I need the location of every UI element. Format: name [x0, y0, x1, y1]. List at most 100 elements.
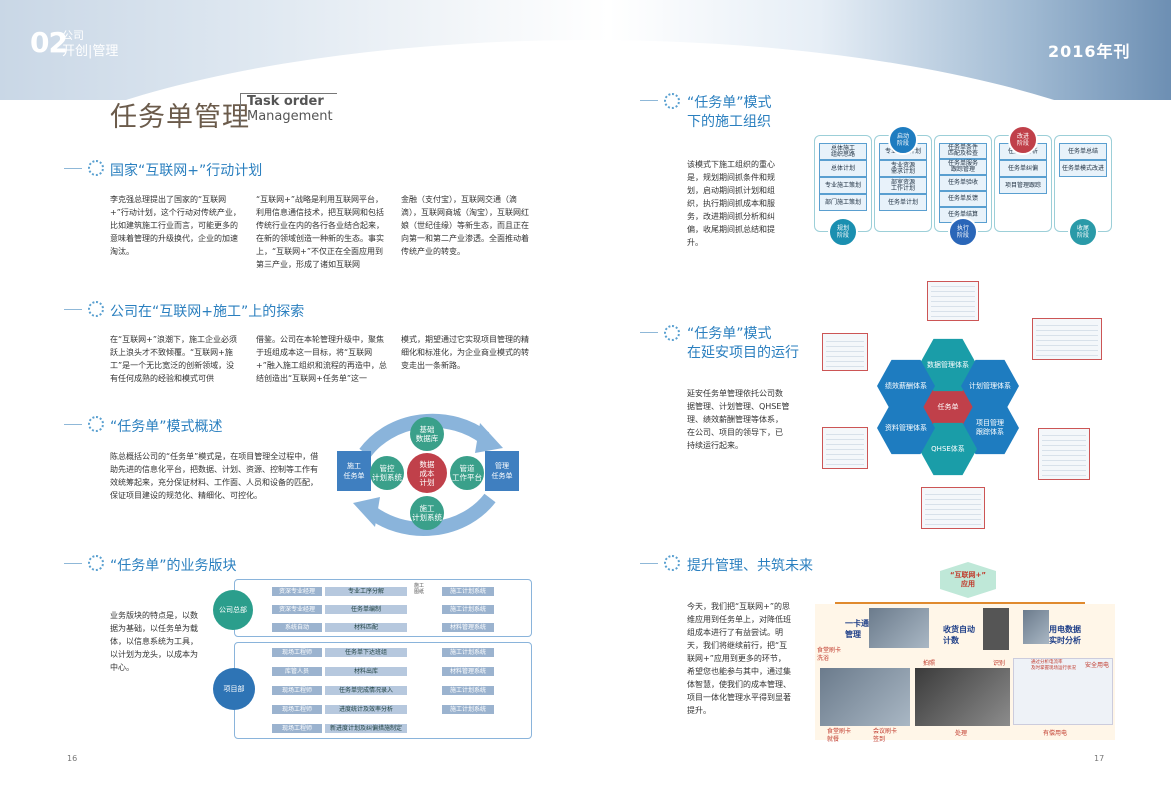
section-title: “任务单”模式概述: [110, 419, 223, 435]
paragraph: 该模式下施工组织的重心是，规划期间抓条件和规划，启动期间抓计划和组织，执行期间抓…: [687, 160, 775, 247]
business-cell: 现场工程师: [272, 705, 322, 714]
business-cell: 现场工程师: [272, 686, 322, 695]
phase-badge: 执行 阶段: [948, 217, 978, 247]
phase-task-box: 任务单总结: [1059, 143, 1107, 160]
section-rule: [640, 332, 658, 333]
phase-task-box: 任务单纠偏: [999, 160, 1047, 177]
page-number-left: 16: [67, 754, 78, 763]
node-top: 基础 数据库: [410, 417, 444, 451]
phase-task-box: 任务单反馈: [939, 191, 987, 207]
photo-device: [983, 608, 1009, 650]
screenshot-thumbnail: [1038, 428, 1090, 480]
internet-plus-node: “互联网+” 应用: [940, 562, 996, 598]
business-cell: 材料出库: [325, 667, 407, 676]
phase-task-box: 部门施工策划: [819, 194, 867, 211]
page-title: 任务单管理: [110, 102, 250, 133]
section-title-line2: 下的施工组织: [687, 114, 771, 130]
header-banner: [0, 0, 1171, 100]
business-cell: 材料管理系统: [442, 623, 494, 632]
section-dots-icon: [88, 160, 104, 176]
section-rule: [640, 563, 658, 564]
screenshot-thumbnail: [927, 281, 979, 321]
phase-task-box: 专业资源 需求计划: [879, 160, 927, 177]
business-cell: 任务单下达班组: [325, 648, 407, 657]
category-power: 用电数据 实时分析: [1049, 625, 1081, 645]
screenshot-thumbnail: [921, 487, 985, 529]
caption: 食堂刷卡 就餐: [827, 728, 852, 743]
paragraph: 借鉴。公司在本轮管理升级中，聚焦于班组成本这一目标，将“互联网+”融入施工组织和…: [256, 335, 387, 383]
screenshot-thumbnail: [822, 427, 868, 469]
photo-canteen: [820, 668, 910, 726]
phase-task-box: 任务单验收: [939, 175, 987, 191]
paragraph: 在“互联网+”浪潮下，施工企业必须跃上浪头才不致倾覆。“互联网+施工”是一个无比…: [110, 335, 237, 383]
center-label-c: 计划: [419, 477, 435, 487]
title-en-line1: Task order: [247, 94, 324, 109]
phase-task-box: 任务单计划: [879, 194, 927, 211]
title-bracket: [240, 93, 337, 126]
photo-meter: [1023, 610, 1049, 644]
caption: 会议刷卡 签到: [873, 728, 898, 743]
node-left: 管控 计划系统: [370, 456, 404, 490]
phase-task-box: 项目管理跟踪: [999, 177, 1047, 194]
business-cell: 资深专业经理: [272, 587, 322, 596]
center-label-b: 成本: [419, 468, 435, 478]
section-rule: [64, 424, 82, 425]
business-cell: 材料匹配: [325, 623, 407, 632]
photo-card: [869, 608, 929, 648]
section-title: 国家“互联网+”行动计划: [110, 163, 263, 179]
paragraph: 今天，我们把“互联网+”的思维应用到任务单上，对降低班组成本进行了有益尝试。明天…: [687, 602, 791, 715]
phase-task-box: 部室资源 工作计划: [879, 177, 927, 194]
business-cell: 任务单完成情况录入: [325, 686, 407, 695]
phase-badge: 规划 阶段: [828, 217, 858, 247]
phase-task-box: 任务单模式改进: [1059, 160, 1107, 177]
caption: 拍照: [923, 660, 936, 667]
page-number-right: 17: [1094, 754, 1105, 763]
phase-task-box: 任务单服务 跟踪管理: [939, 159, 987, 175]
phase-badge: 启动 阶段: [888, 125, 918, 155]
caption: 安全用电: [1085, 662, 1110, 669]
business-cell: 施工计划系统: [442, 686, 494, 695]
section-rule: [64, 563, 82, 564]
hex-item: 绩效薪酬体系: [877, 359, 935, 413]
center-label-a: 数据: [419, 459, 435, 469]
business-cell: 新进度计划及纠偏措施制定: [325, 724, 407, 733]
phase-task-box: 总体施工 组织思路: [819, 143, 867, 160]
screenshot-thumbnail: [822, 333, 868, 371]
phase-task-box: 专业施工策划: [819, 177, 867, 194]
project-badge: 项目部: [213, 668, 255, 710]
paragraph: 业务版块的特点是，以数据为基础，以任务单为载体，以信息系统为工具，以计划为龙头，…: [110, 611, 198, 672]
node-bottom: 施工 计划系统: [410, 496, 444, 530]
caption: 识别: [993, 660, 1006, 667]
section-dots-icon: [664, 325, 680, 341]
paragraph: 延安任务单管理依托公司数据管理、计划管理、QHSE管理、绩效薪酬管理等体系，在公…: [687, 389, 790, 450]
photo-site: [915, 668, 1010, 726]
company-line1: 公司: [62, 29, 84, 42]
management-task-box: 管理 任务单: [485, 451, 519, 491]
paragraph: 李克强总理提出了国家的“互联网+”行动计划，这个行动对传统产业，比如建筑施工行业…: [110, 195, 241, 256]
category-meter: 收货自动 计数: [943, 625, 975, 645]
business-cell: 施工计划系统: [442, 605, 494, 614]
chart-panel: [1013, 658, 1113, 725]
hq-badge: 公司总部: [213, 590, 253, 630]
caption: 有偿用电: [1043, 730, 1068, 737]
business-cell: 库管人员: [272, 667, 322, 676]
year-label: 2016年刊: [1048, 42, 1131, 61]
section-title: 提升管理、共筑未来: [687, 558, 813, 574]
section-title-line1: “任务单”模式: [687, 95, 772, 111]
paragraph: 陈总概括公司的“任务单”模式是，在项目管理全过程中，借助先进的信息化平台，把数据…: [110, 452, 319, 500]
paragraph: 模式，期望通过它实现项目管理的精细化和标准化，为企业商业模式的转变走出一条新路。: [401, 335, 529, 370]
business-cell: 进度统计及效率分析: [325, 705, 407, 714]
section-dots-icon: [88, 416, 104, 432]
future-diagram: “互联网+” 应用 一卡通 管理 收货自动 计数 用电数据 实时分析 通过分析电…: [815, 560, 1115, 743]
section-rule: [640, 100, 658, 101]
company-line2: 开创|管理: [62, 44, 119, 59]
drawing-note: 施工 图纸: [414, 583, 425, 595]
business-cell: 现场工程师: [272, 648, 322, 657]
node-center: 数据 成本 计划: [407, 453, 447, 493]
business-cell: 现场工程师: [272, 724, 322, 733]
caption: 处理: [955, 730, 968, 737]
hex-item: 计划管理体系: [961, 359, 1019, 413]
business-cell: 系统自动: [272, 623, 322, 632]
category-card: 一卡通 管理: [845, 619, 869, 639]
paragraph: 金融（支付宝），互联网交通（滴滴），互联网商城（淘宝），互联网红娘（世纪佳缘）等…: [401, 195, 529, 256]
